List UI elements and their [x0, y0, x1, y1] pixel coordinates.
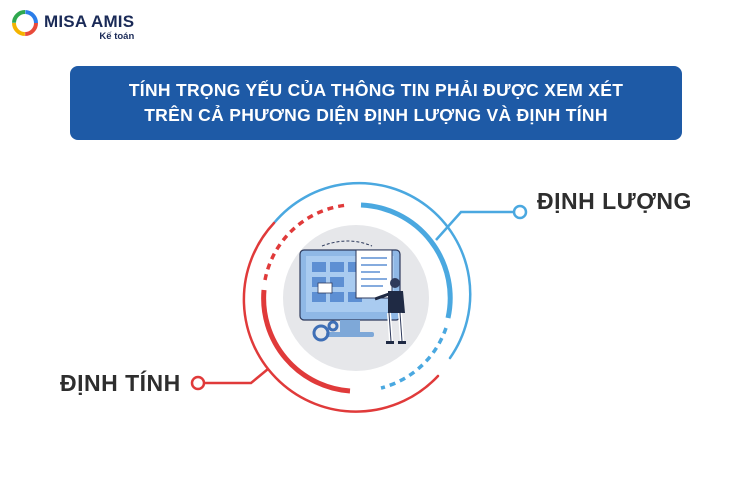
dashed-arrow — [321, 240, 373, 247]
logo-brand-text: MISA AMIS — [44, 12, 135, 31]
gear-icon — [312, 320, 339, 342]
inner-blue-arc — [360, 202, 453, 319]
blue-connector-line — [435, 210, 514, 241]
inner-red-arc — [261, 289, 351, 394]
title-banner: TÍNH TRỌNG YẾU CỦA THÔNG TIN PHẢI ĐƯỢC X… — [70, 66, 682, 140]
logo-sub-text: Kế toán — [99, 31, 135, 42]
inner-blue-dashed-arc — [380, 327, 448, 390]
label-quantitative: ĐỊNH LƯỢNG — [537, 188, 692, 214]
red-connector-line — [204, 368, 269, 385]
outer-red-arc — [242, 221, 440, 413]
banner-line-2: TRÊN CẢ PHƯƠNG DIỆN ĐỊNH LƯỢNG VÀ ĐỊNH T… — [144, 105, 608, 125]
person-illustration — [374, 278, 406, 344]
banner-line-1: TÍNH TRỌNG YẾU CỦA THÔNG TIN PHẢI ĐƯỢC X… — [128, 79, 624, 100]
label-qualitative: ĐỊNH TÍNH — [60, 370, 181, 396]
inner-red-dashed-arc — [263, 203, 349, 281]
misa-logo-icon — [12, 10, 38, 36]
document-illustration — [355, 249, 393, 299]
red-connector-dot — [190, 375, 206, 391]
blue-connector-dot — [512, 204, 528, 220]
misa-amis-logo: MISA AMIS Kế toán — [12, 10, 134, 42]
outer-blue-arc — [272, 181, 472, 360]
